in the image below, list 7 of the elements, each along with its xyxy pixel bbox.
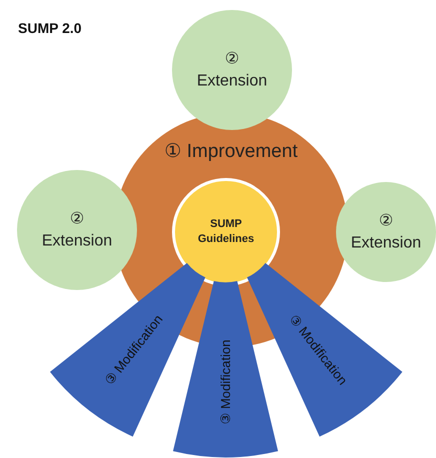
circle-label: ① Improvement (163, 140, 299, 164)
diagram-title: SUMP 2.0 (18, 20, 82, 36)
circle-label: ② Extension (350, 211, 422, 253)
circle-label: SUMP Guidelines (196, 217, 256, 247)
wedge-label: ③ Modification (218, 340, 234, 424)
circle-label: ② Extension (40, 209, 114, 251)
circle-label: ② Extension (196, 49, 268, 91)
